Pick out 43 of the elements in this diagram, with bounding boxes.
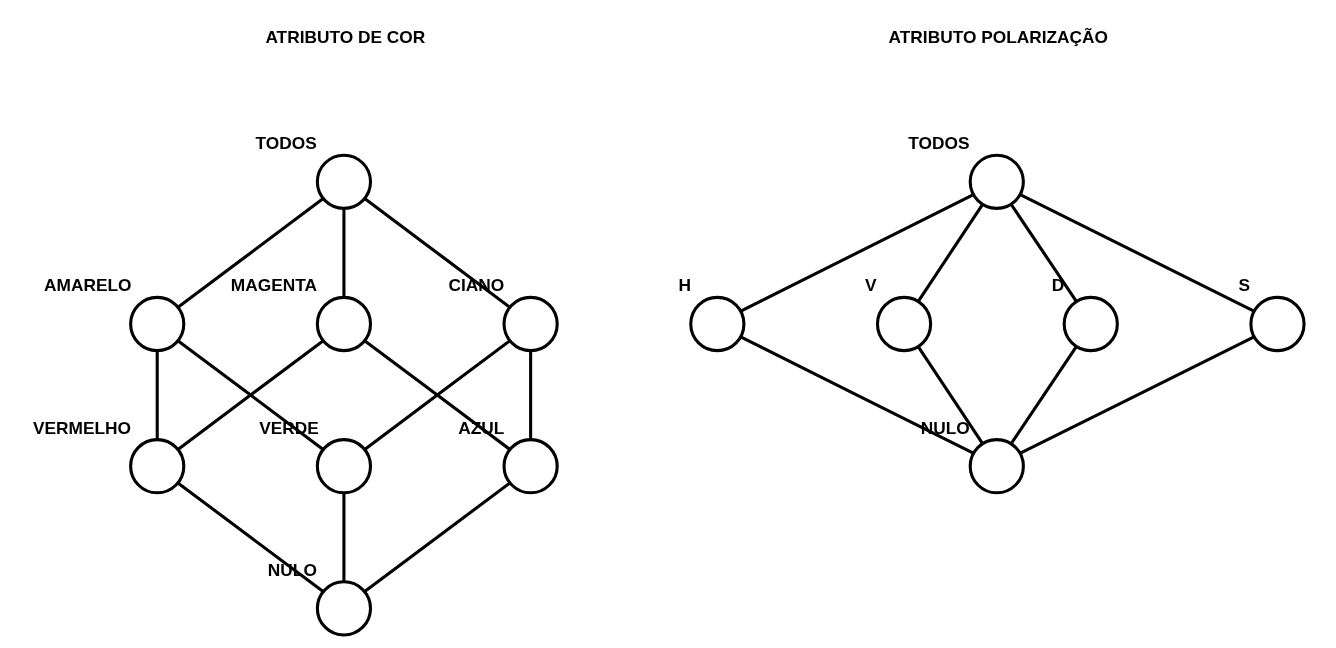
connector <box>363 339 511 451</box>
node-circle <box>315 438 372 495</box>
node-circle <box>128 295 185 353</box>
node-label: TODOS <box>907 133 970 154</box>
node-label: D <box>1051 275 1064 296</box>
node-label: TODOS <box>255 133 317 154</box>
connector <box>363 197 511 309</box>
node-label: VERMELHO <box>32 417 131 438</box>
node-circle <box>315 580 372 637</box>
label: ATRIBUTO POLARIZAÇÃO <box>888 26 1108 47</box>
node-label: MAGENTA <box>230 275 317 296</box>
node-circle <box>1062 295 1119 353</box>
connector <box>176 339 324 451</box>
connector <box>176 197 324 309</box>
connector <box>363 481 511 593</box>
connector <box>916 204 984 302</box>
connector <box>1009 203 1078 303</box>
connector <box>1009 345 1078 445</box>
node-circle <box>875 295 932 353</box>
node-circle <box>502 438 559 495</box>
node-circle <box>968 153 1025 210</box>
node-label: AMARELO <box>43 275 132 296</box>
node-circle <box>128 438 185 495</box>
node-circle <box>502 295 559 353</box>
connector <box>155 350 159 440</box>
connector <box>341 208 345 298</box>
node-circle <box>1248 295 1306 353</box>
connector <box>528 350 532 440</box>
connector <box>739 193 974 313</box>
connector <box>176 481 324 593</box>
node-label: H <box>677 275 691 296</box>
node-circle <box>688 295 745 353</box>
connector <box>739 335 974 455</box>
node-label: V <box>864 275 877 296</box>
node-circle <box>968 438 1025 495</box>
node-circle <box>315 295 372 353</box>
label: ATRIBUTO DE COR <box>264 26 425 47</box>
node-circle <box>315 153 372 210</box>
connector <box>1019 335 1255 455</box>
node-label: S <box>1238 275 1250 296</box>
connector <box>341 493 345 582</box>
connector <box>1019 193 1255 313</box>
connector <box>916 346 984 445</box>
